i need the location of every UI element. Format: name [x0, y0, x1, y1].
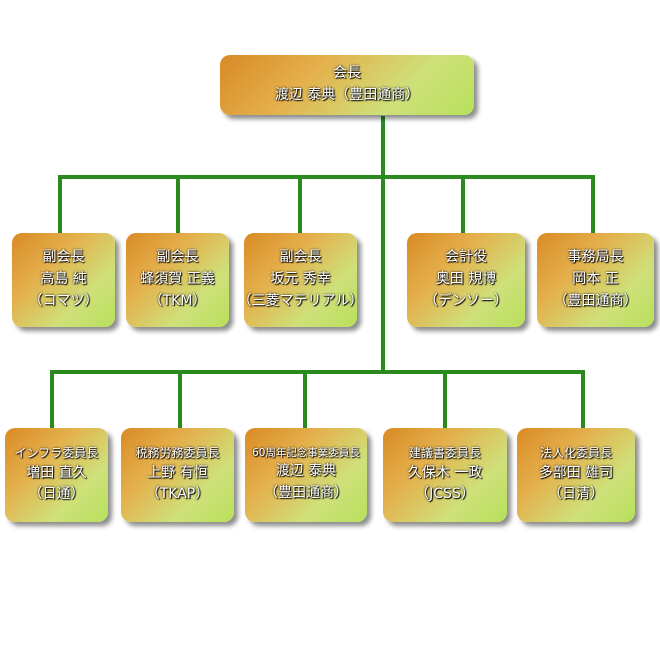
node-org: （TKAP） — [145, 486, 210, 503]
chairman-node: 会長 渡辺 泰典（豊田通商） — [220, 55, 474, 115]
node-org: （日清） — [548, 486, 604, 503]
node-name: 岡本 正 — [572, 271, 619, 288]
node-org: （コマツ） — [28, 292, 99, 309]
node-name: 蜂須賀 正義 — [140, 271, 215, 288]
node-name: 多部田 雄司 — [538, 464, 614, 481]
node-name: 渡辺 泰典（豊田通商） — [274, 87, 420, 103]
committee-node: 法人化委員長 多部田 雄司 （日清） — [517, 428, 635, 522]
committee-node: 60周年記念事業委員長 渡辺 泰典 （豊田通商） — [245, 428, 367, 522]
node-role: インフラ委員長 — [14, 446, 99, 461]
officer-node: 副会長 高島 純 （コマツ） — [12, 233, 115, 327]
officer-node: 事務局長 岡本 正 （豊田通商） — [537, 233, 654, 327]
officer-node: 副会長 坂元 秀幸 （三菱マテリアル） — [238, 233, 363, 327]
officer-node: 副会長 蜂須賀 正義 （TKM） — [126, 233, 229, 327]
node-name: 奥田 規博 — [435, 271, 497, 288]
node-role: 会計役 — [445, 249, 487, 266]
node-role: 建議書委員長 — [408, 446, 481, 461]
node-org: （TKM） — [148, 292, 207, 309]
node-name: 上野 有恒 — [147, 464, 208, 481]
node-name: 増田 直久 — [26, 464, 87, 481]
node-role: 60周年記念事業委員長 — [252, 447, 360, 460]
node-org: （豊田通商） — [553, 292, 638, 309]
node-org: （JCSS） — [415, 486, 475, 503]
node-role: 副会長 — [156, 249, 199, 266]
officer-node: 会計役 奥田 規博 （デンソー） — [407, 233, 525, 327]
node-org: （三菱マテリアル） — [237, 292, 364, 309]
node-org: （豊田通商） — [264, 485, 348, 502]
node-role: 会長 — [333, 65, 361, 82]
committee-node: インフラ委員長 増田 直久 （日通） — [5, 428, 108, 522]
node-role: 副会長 — [42, 249, 85, 266]
node-name: 坂元 秀幸 — [270, 271, 331, 288]
node-org: （日通） — [28, 486, 85, 503]
node-role: 税務労務委員長 — [135, 446, 220, 461]
node-org: （デンソー） — [424, 292, 508, 309]
node-role: 事務局長 — [567, 249, 624, 266]
node-name: 久保木 一政 — [407, 464, 483, 481]
node-name: 高島 純 — [40, 271, 87, 288]
node-role: 法人化委員長 — [539, 446, 612, 461]
node-name: 渡辺 泰典 — [275, 463, 337, 480]
node-role: 副会長 — [279, 249, 322, 266]
committee-node: 建議書委員長 久保木 一政 （JCSS） — [383, 428, 507, 522]
committee-node: 税務労務委員長 上野 有恒 （TKAP） — [121, 428, 234, 522]
